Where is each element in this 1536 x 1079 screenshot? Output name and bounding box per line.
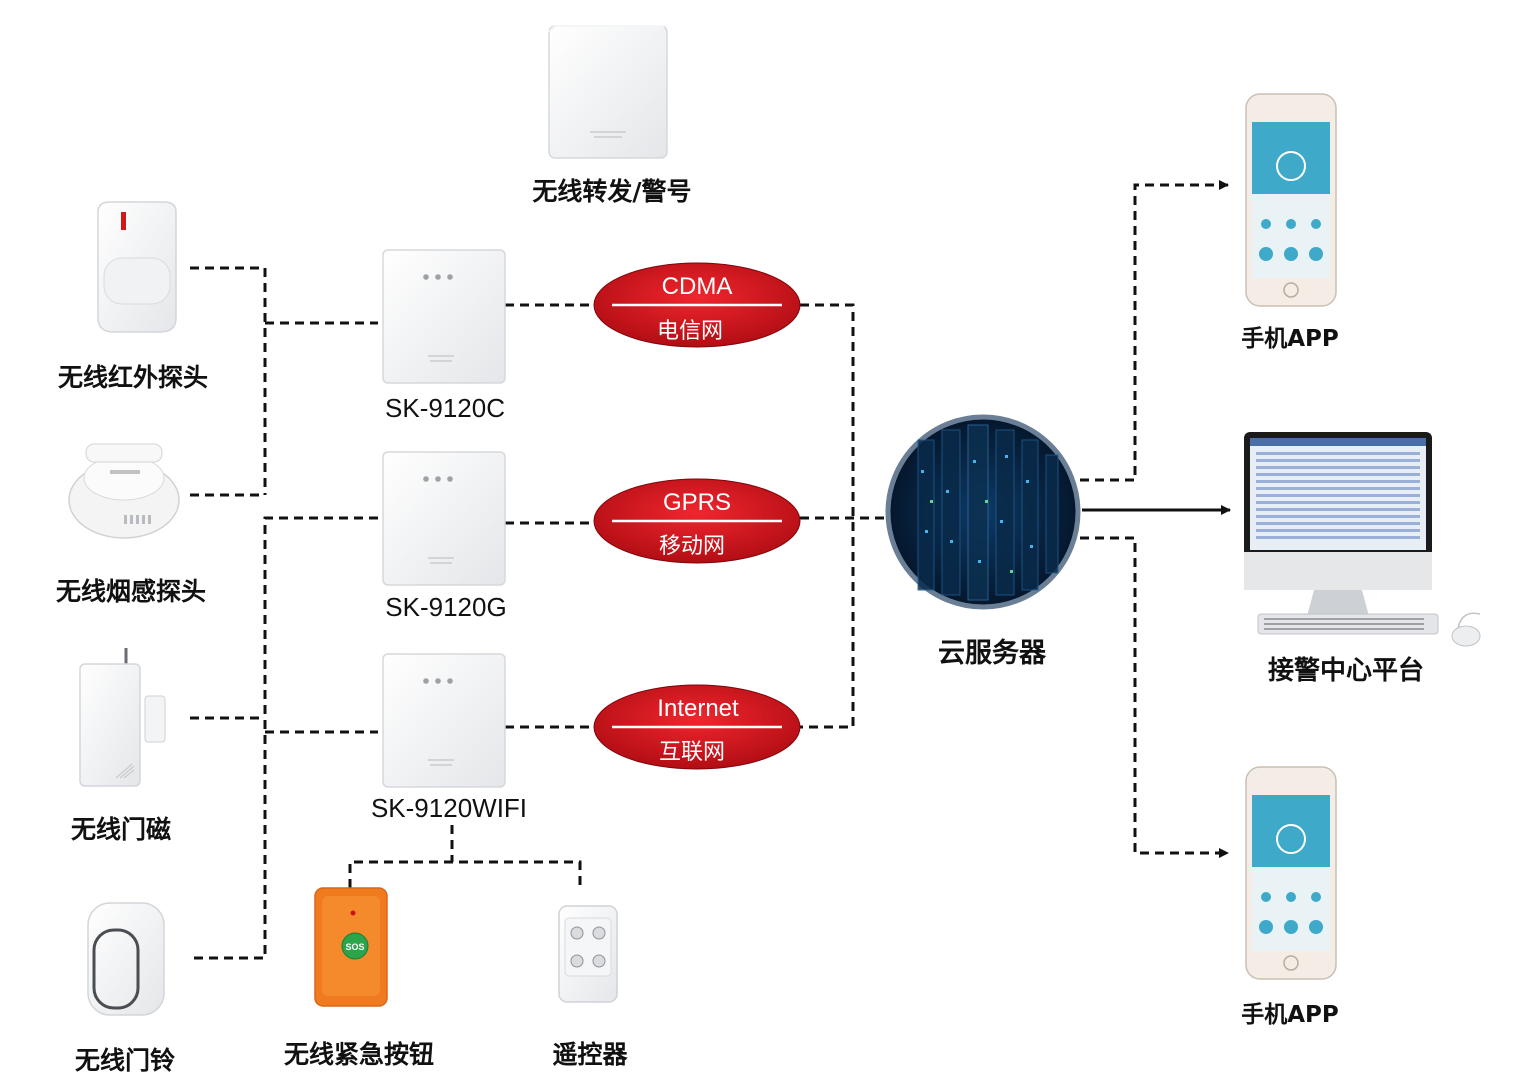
- sos-button-text: SOS: [345, 942, 364, 952]
- label-platform: 接警中心平台: [1267, 656, 1425, 686]
- line-pir: [190, 266, 267, 495]
- host-device-g: [382, 451, 506, 586]
- label-server: 云服务器: [938, 638, 1046, 669]
- host-device-wifi: [382, 653, 506, 788]
- network-carrier-cdma: 电信网: [656, 319, 724, 344]
- host-device-c: [382, 249, 506, 384]
- label-host-c: SK-9120C: [385, 393, 505, 423]
- connection-lines: [190, 180, 1229, 960]
- relay-siren-device: [548, 25, 668, 159]
- line-server-phone-bottom: [1080, 536, 1229, 858]
- line-net-c-server: [800, 303, 855, 729]
- network-protocol-gprs: GPRS: [662, 489, 732, 516]
- label-host-g: SK-9120G: [385, 592, 507, 622]
- label-phone-top: 手机APP: [1241, 326, 1339, 352]
- label-host-wifi: SK-9120WIFI: [370, 793, 528, 823]
- cloud-server-icon: [885, 414, 1081, 610]
- remote-control-device: [558, 905, 618, 1003]
- line-sos-remote: [348, 860, 582, 888]
- label-relay: 无线转发/警号: [532, 177, 692, 206]
- label-phone-bottom: 手机APP: [1241, 1002, 1339, 1028]
- network-protocol-internet: Internet: [657, 695, 739, 722]
- phone-bottom-icon: [1245, 766, 1337, 980]
- sos-button-device: SOS: [314, 887, 388, 1007]
- doorbell-device: [87, 902, 165, 1016]
- label-doorbell: 无线门铃: [74, 1046, 176, 1075]
- line-server-phone-top: [1080, 180, 1229, 482]
- label-smoke: 无线烟感探头: [55, 577, 207, 606]
- computer-monitor-icon: [1244, 432, 1481, 647]
- pir-sensor-device: [97, 201, 177, 333]
- network-ellipse-internet: [593, 684, 801, 770]
- label-door: 无线门磁: [70, 815, 172, 844]
- network-ellipse-cdma: [593, 262, 801, 348]
- label-pir: 无线红外探头: [57, 363, 209, 392]
- smoke-detector-device: [68, 443, 180, 539]
- door-contact-device: [79, 648, 166, 787]
- network-carrier-internet: 互联网: [658, 740, 726, 765]
- label-remote: 遥控器: [552, 1040, 628, 1069]
- line-bus-g: [190, 516, 378, 960]
- network-ellipse-gprs: [593, 478, 801, 564]
- network-carrier-gprs: 移动网: [658, 534, 726, 559]
- network-protocol-cdma: CDMA: [661, 273, 733, 300]
- phone-top-icon: [1245, 93, 1337, 307]
- label-sos: 无线紧急按钮: [283, 1040, 435, 1069]
